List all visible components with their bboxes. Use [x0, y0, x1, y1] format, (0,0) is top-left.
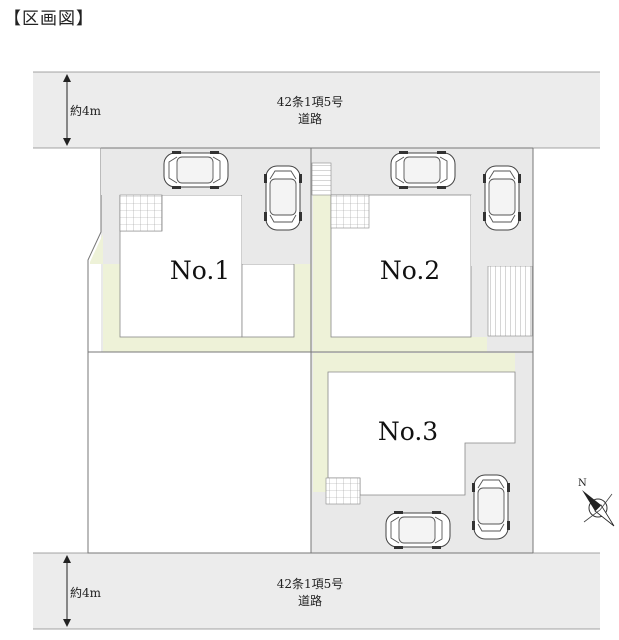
road-bottom-width: 約4m: [70, 585, 102, 600]
car-icon: [163, 150, 229, 190]
road-top: 約4m 42条1項5号 道路: [33, 71, 600, 149]
lot-3-label: No.3: [378, 417, 438, 446]
compass-north-label: N: [578, 478, 587, 489]
lot-3: No.3: [311, 352, 533, 553]
entrance-stairs-icon: [325, 477, 361, 505]
lot-2: No.2: [311, 148, 533, 352]
road-bottom-name: 道路: [298, 593, 322, 608]
arrow-up-icon: [63, 74, 71, 82]
vacant-parcel: [87, 351, 312, 554]
boundary-lines: [88, 147, 534, 554]
lot-1-label: No.1: [170, 256, 230, 285]
stairs-icon: [311, 162, 332, 196]
entrance-stairs-icon: [330, 194, 370, 229]
road-bottom-type: 42条1項5号: [277, 577, 344, 591]
road-top-name: 道路: [298, 111, 322, 126]
arrow-up-icon: [63, 555, 71, 563]
diagram-title: 【区画図】: [4, 9, 94, 29]
car-icon: [471, 474, 511, 540]
road-bottom: 約4m 42条1項5号 道路: [33, 552, 600, 630]
car-icon: [390, 150, 456, 190]
arrow-down-icon: [63, 619, 71, 627]
car-icon: [482, 165, 522, 231]
lot-2-label: No.2: [380, 256, 440, 285]
arrow-down-icon: [63, 138, 71, 146]
lot-1: No.1: [87, 148, 311, 352]
car-icon: [385, 510, 451, 550]
compass-icon: N: [578, 478, 615, 527]
car-icon: [263, 165, 303, 231]
road-top-type: 42条1項5号: [277, 95, 344, 109]
stairs-icon: [487, 265, 533, 337]
road-top-width: 約4m: [70, 103, 102, 118]
